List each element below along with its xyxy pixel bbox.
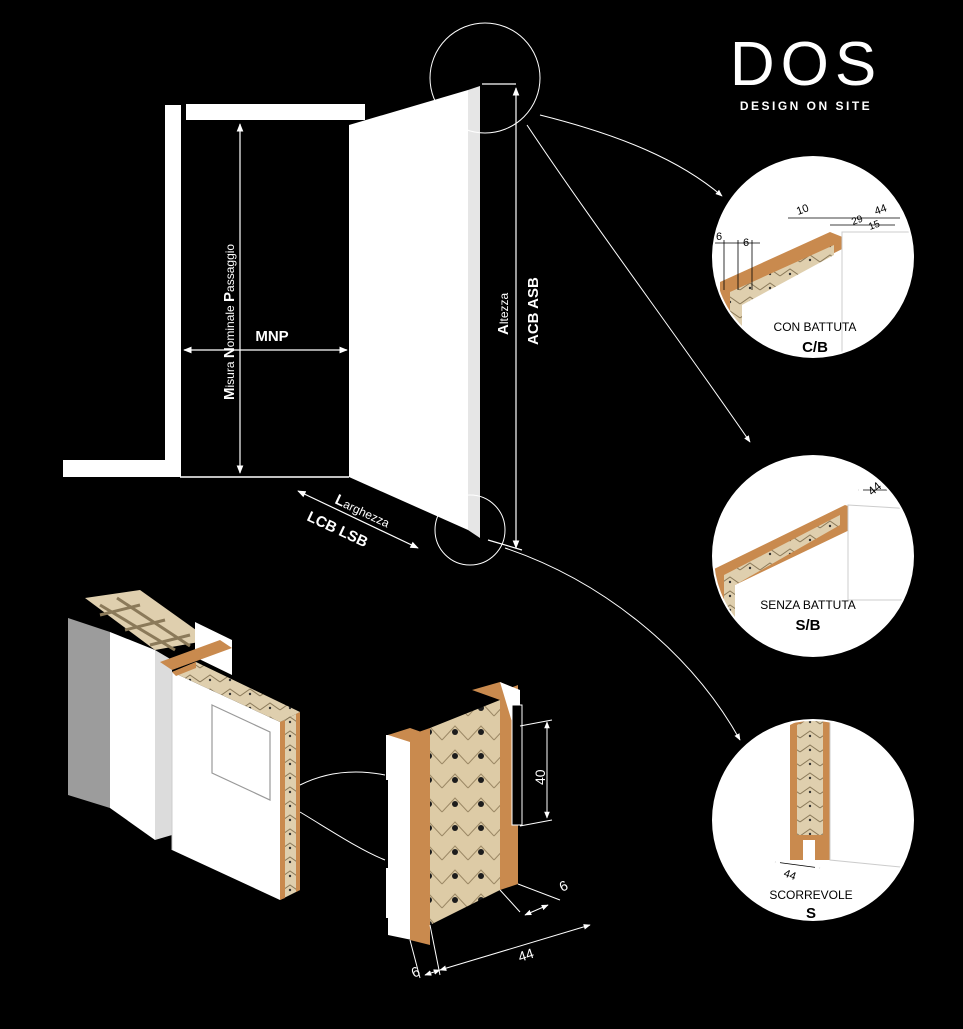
dim-section-40: 40 bbox=[532, 769, 548, 785]
section-dimensions bbox=[409, 719, 591, 979]
detail-name-scorrevole: SCORREVOLE bbox=[769, 888, 852, 902]
detail-code-s: S bbox=[806, 905, 816, 922]
callout-connectors bbox=[504, 114, 751, 741]
label-mnp: MNP bbox=[255, 328, 288, 345]
label-misura-nominale-passaggio: Misura Nominale Passaggio bbox=[221, 244, 238, 400]
callout-circle-top bbox=[429, 22, 541, 134]
label-altezza: Altezza bbox=[495, 292, 512, 335]
detail-con-battuta: 10 44 29 15 6 6 CON BATTUTA C/B bbox=[712, 156, 914, 358]
label-acb-asb: ACB ASB bbox=[525, 277, 542, 345]
width-dimension-lcb bbox=[297, 490, 419, 549]
floor-wall bbox=[63, 460, 180, 477]
dim-cb-10: 10 bbox=[795, 202, 811, 217]
logo-text: DOS bbox=[730, 30, 882, 99]
detail-name-senza-battuta: SENZA BATTUTA bbox=[760, 598, 856, 612]
section-connectors bbox=[299, 771, 386, 861]
detail-scorrevole: 44 SCORREVOLE S bbox=[712, 719, 914, 922]
door-frame bbox=[63, 104, 365, 478]
section-detail bbox=[386, 682, 523, 945]
detail-code-cb: C/B bbox=[802, 339, 828, 356]
dim-section-6-right: 6 bbox=[557, 877, 571, 895]
dim-cb-15: 15 bbox=[867, 219, 882, 233]
brand-logo: DOS DESIGN ON SITE bbox=[730, 30, 882, 113]
dim-cb-44: 44 bbox=[873, 202, 889, 217]
dim-s-44: 44 bbox=[782, 868, 798, 883]
isometric-door-assembly bbox=[68, 590, 300, 900]
door-leaf bbox=[349, 86, 480, 538]
dim-section-44: 44 bbox=[516, 945, 536, 965]
dim-cb-6b: 6 bbox=[743, 237, 749, 249]
dim-cb-29: 29 bbox=[850, 214, 865, 228]
dim-section-6-left: 6 bbox=[409, 963, 423, 981]
height-dimension-acb bbox=[482, 83, 523, 551]
detail-name-con-battuta: CON BATTUTA bbox=[774, 320, 857, 334]
dim-cb-6a: 6 bbox=[716, 231, 722, 243]
frame-jamb-left bbox=[165, 105, 181, 477]
detail-senza-battuta: 44 SENZA BATTUTA S/B bbox=[712, 455, 914, 657]
frame-header bbox=[186, 104, 365, 120]
detail-code-sb: S/B bbox=[795, 617, 820, 634]
callout-circle-bottom bbox=[434, 494, 506, 566]
logo-tagline: DESIGN ON SITE bbox=[740, 99, 872, 113]
